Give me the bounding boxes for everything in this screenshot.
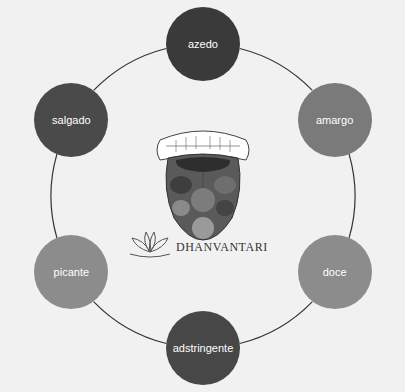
taste-name: azedo	[188, 38, 218, 50]
taste-circle: doce	[298, 235, 372, 309]
taste-circle: azedo	[166, 7, 240, 81]
ring-arc	[51, 154, 57, 238]
taste-name: salgado	[52, 114, 91, 126]
taste-name: amargo	[316, 114, 353, 126]
brand-name: DHANVANTARI	[176, 240, 268, 255]
ring-arc	[349, 154, 355, 238]
ring-arc	[94, 302, 167, 344]
taste-name: doce	[323, 266, 347, 278]
taste-circle: adstringente	[166, 311, 240, 385]
taste-circle: picante	[34, 235, 108, 309]
ring-arc	[94, 49, 167, 91]
ring-arc	[240, 302, 313, 344]
taste-circle: amargo	[298, 83, 372, 157]
taste-name: adstringente	[173, 342, 234, 354]
taste-name: picante	[54, 266, 89, 278]
ring-arc	[240, 49, 313, 91]
taste-circle: salgado	[34, 83, 108, 157]
